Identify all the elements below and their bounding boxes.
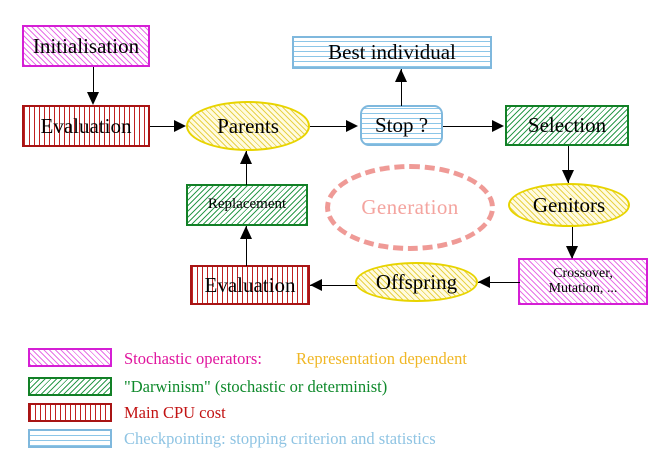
edge-stop-to-selection (443, 126, 497, 127)
node-stop-label: Stop ? (374, 113, 429, 138)
legend-label-darwinism: "Darwinism" (stochastic or determinist) (124, 377, 388, 396)
node-generation-label: Generation (361, 195, 459, 219)
edge-stop-to-best (401, 69, 402, 106)
node-replacement[interactable]: Replacement (186, 184, 308, 226)
node-parents[interactable]: Parents (186, 101, 310, 151)
edge-replacement-to-parents (246, 151, 247, 185)
node-evaluation-top-label: Evaluation (40, 113, 132, 138)
legend-label-cpu: Main CPU cost (124, 403, 226, 422)
legend-label-stochastic: Stochastic operators: (124, 349, 262, 368)
node-evaluation-bottom[interactable]: Evaluation (190, 265, 310, 305)
arrowhead-stop-to-selection (492, 120, 504, 132)
legend-swatch-stochastic (28, 348, 112, 367)
node-offspring-label: Offspring (375, 269, 458, 294)
arrowhead-crossover-to-offspring (478, 276, 490, 288)
node-crossover-mutation[interactable]: Crossover, Mutation, ... (518, 258, 648, 305)
node-crossover-line1: Crossover, (553, 265, 613, 281)
arrowhead-replacement-to-parents (240, 151, 252, 164)
node-genitors[interactable]: Genitors (508, 183, 630, 227)
node-generation-boundary: Generation (325, 164, 495, 251)
edge-genitors-to-crossover (572, 227, 573, 258)
legend-label-checkpointing: Checkpointing: stopping criterion and st… (124, 429, 436, 448)
legend-swatch-cpu (28, 403, 112, 422)
arrowhead-eval-to-replacement (240, 226, 252, 239)
arrowhead-offspring-to-eval (310, 279, 322, 291)
node-initialisation-label: Initialisation (32, 33, 140, 58)
edge-eval-to-parents (150, 126, 178, 127)
arrowhead-init-to-eval (87, 92, 99, 105)
node-crossover-line2: Mutation, ... (548, 280, 618, 296)
arrowhead-parents-to-stop (346, 120, 358, 132)
edge-crossover-to-offspring (478, 282, 520, 283)
node-replacement-label: Replacement (207, 196, 287, 213)
arrowhead-eval-to-parents (174, 120, 186, 132)
arrowhead-stop-to-best (395, 69, 407, 82)
node-best-individual-label: Best individual (328, 40, 456, 65)
node-selection[interactable]: Selection (505, 105, 629, 146)
arrowhead-selection-to-genitors (562, 170, 574, 183)
legend-label-stochastic-extra: Representation dependent (296, 349, 467, 368)
node-selection-label: Selection (527, 113, 607, 138)
edge-parents-to-stop (310, 126, 350, 127)
edge-selection-to-genitors (568, 146, 569, 183)
legend-swatch-checkpointing (28, 429, 112, 448)
node-best-individual[interactable]: Best individual (292, 36, 492, 69)
edge-init-to-eval (93, 67, 94, 95)
node-stop[interactable]: Stop ? (360, 105, 443, 146)
node-evaluation-top[interactable]: Evaluation (22, 105, 150, 147)
edge-eval-to-replacement (246, 226, 247, 266)
arrowhead-genitors-to-crossover (566, 246, 578, 259)
legend-swatch-darwinism (28, 377, 112, 396)
node-initialisation[interactable]: Initialisation (22, 25, 150, 67)
node-parents-label: Parents (217, 113, 279, 138)
edge-offspring-to-eval (310, 285, 357, 286)
node-genitors-label: Genitors (532, 192, 606, 217)
node-evaluation-bottom-label: Evaluation (204, 272, 296, 297)
node-offspring[interactable]: Offspring (355, 262, 478, 302)
